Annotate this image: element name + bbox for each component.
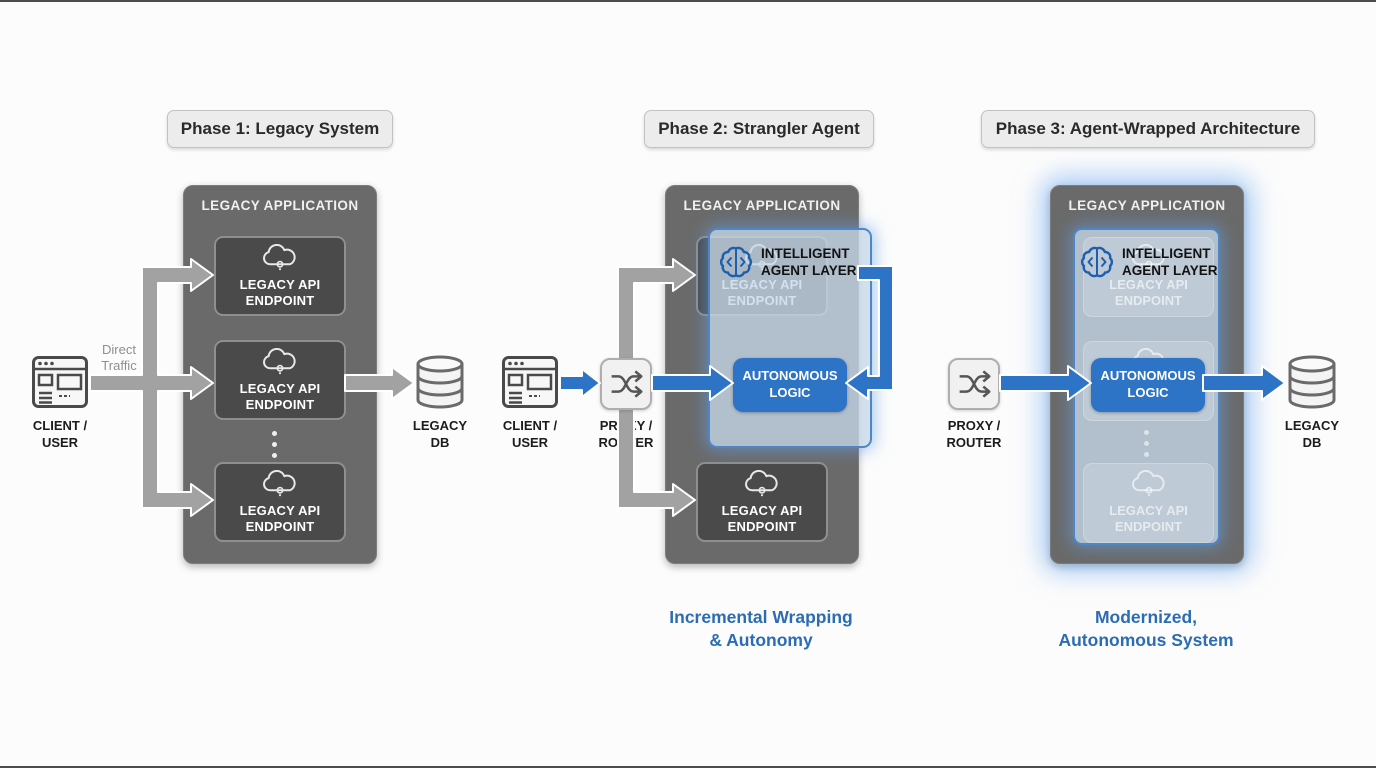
caption-line: Autonomous System	[1058, 629, 1234, 650]
cloud-api-icon	[260, 244, 300, 271]
phase2-header: Phase 2: Strangler Agent	[644, 110, 874, 148]
browser-window-icon	[502, 356, 558, 408]
autonomous-logic-box: AUTONOMOUS LOGIC	[1091, 358, 1205, 412]
phase3-intelligent-agent-layer-panel: LEGACY API ENDPOINT LEGACY API ENDPOINT …	[1073, 228, 1220, 545]
agent-layer-header: INTELLIGENT AGENT LAYER	[718, 244, 870, 280]
direct-traffic-label: Direct Traffic	[101, 342, 137, 374]
phase1-header: Phase 1: Legacy System	[167, 110, 393, 148]
browser-window-icon	[32, 356, 88, 408]
proxy-router-label: PROXY / ROUTER	[598, 418, 654, 450]
phase1-endpoint-3: LEGACY API ENDPOINT	[214, 462, 346, 542]
endpoint-label: LEGACY API ENDPOINT	[239, 503, 321, 535]
proxy-router-label: PROXY / ROUTER	[946, 418, 1002, 450]
phase1-legacy-application-box: LEGACY APPLICATION LEGACY API ENDPOINT L…	[183, 185, 377, 564]
phase1-endpoint-1: LEGACY API ENDPOINT	[214, 236, 346, 316]
caption-line: & Autonomy	[709, 629, 813, 650]
endpoint-label: LEGACY API ENDPOINT	[1109, 277, 1188, 309]
database-cylinder-icon	[414, 354, 466, 410]
cloud-api-icon	[1129, 470, 1169, 497]
agent-layer-title: INTELLIGENT AGENT LAYER	[1122, 246, 1218, 278]
shuffle-route-icon	[948, 358, 1000, 410]
arrow-client-to-proxy	[559, 368, 601, 398]
endpoint-label: LEGACY API ENDPOINT	[239, 381, 321, 413]
client-user-label: CLIENT / USER	[32, 418, 88, 450]
endpoint-label: LEGACY API ENDPOINT	[1109, 503, 1188, 535]
phase2-intelligent-agent-layer-panel: INTELLIGENT AGENT LAYER AUTONOMOUS LOGIC	[708, 228, 872, 448]
phase2-bottom-endpoint: LEGACY API ENDPOINT	[696, 462, 828, 542]
caption-line: Modernized,	[1094, 607, 1198, 627]
ellipsis-dots	[1144, 427, 1149, 460]
top-border-line	[0, 0, 1376, 2]
phase3-faded-endpoint-3: LEGACY API ENDPOINT	[1083, 463, 1214, 543]
phase3-caption: Modernized, Autonomous System	[1036, 606, 1256, 652]
cloud-api-icon	[260, 348, 300, 375]
endpoint-label: LEGACY API ENDPOINT	[721, 503, 803, 535]
phase3-app-title: LEGACY APPLICATION	[1068, 198, 1226, 213]
legacy-db-label: LEGACY DB	[412, 418, 468, 450]
phase2-caption: Incremental Wrapping & Autonomy	[651, 606, 871, 652]
legacy-db-label: LEGACY DB	[1284, 418, 1340, 450]
brain-circuit-icon	[718, 244, 754, 280]
client-user-label: CLIENT / USER	[502, 418, 558, 450]
cloud-api-icon	[742, 470, 782, 497]
caption-line: Incremental Wrapping	[669, 607, 853, 627]
endpoint-label: LEGACY API ENDPOINT	[239, 277, 321, 309]
database-cylinder-icon	[1286, 354, 1338, 410]
agent-layer-title: INTELLIGENT AGENT LAYER	[761, 246, 857, 278]
phase2-app-title: LEGACY APPLICATION	[683, 198, 841, 213]
phase1-endpoint-2: LEGACY API ENDPOINT	[214, 340, 346, 420]
bottom-border-line	[0, 766, 1376, 768]
shuffle-route-icon	[600, 358, 652, 410]
autonomous-logic-box: AUTONOMOUS LOGIC	[733, 358, 847, 412]
ellipsis-dots	[272, 428, 277, 461]
brain-circuit-icon	[1079, 244, 1115, 280]
cloud-api-icon	[260, 470, 300, 497]
phase1-app-title: LEGACY APPLICATION	[201, 198, 359, 213]
agent-layer-header: INTELLIGENT AGENT LAYER	[1079, 244, 1218, 280]
phase3-header: Phase 3: Agent-Wrapped Architecture	[981, 110, 1315, 148]
